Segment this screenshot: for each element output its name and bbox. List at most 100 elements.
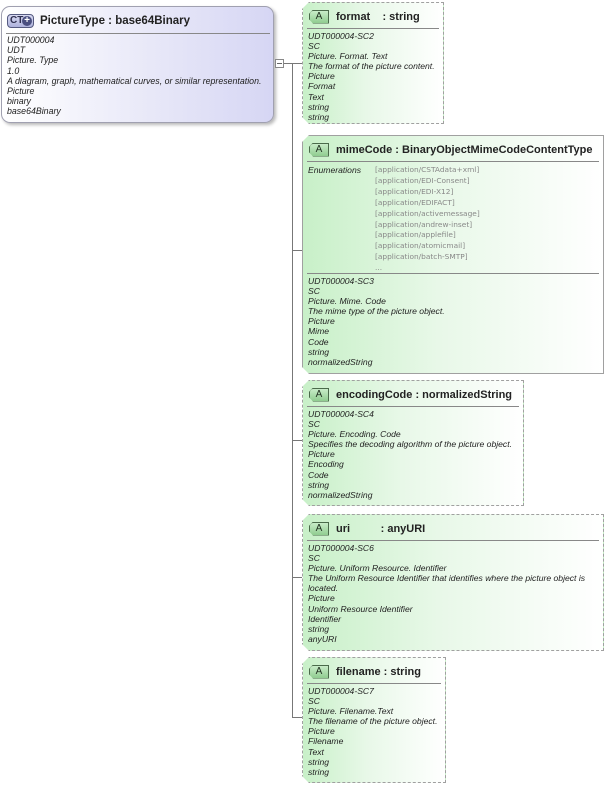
attribute-encodingcode[interactable]: A encodingCode : normalizedString UDT000… bbox=[302, 380, 524, 506]
attribute-header: A filename : string bbox=[309, 664, 421, 679]
property-line: Code bbox=[308, 336, 329, 347]
complex-type-header: CT+ PictureType : base64Binary bbox=[7, 11, 190, 31]
connector-branch bbox=[292, 250, 303, 251]
property-line: Filename bbox=[308, 736, 344, 747]
property-line: Picture bbox=[7, 86, 35, 97]
divider bbox=[307, 540, 599, 541]
complex-type-properties: UDT000004 UDT Picture. Type 1.0 A diagra… bbox=[7, 35, 261, 117]
property-line: UDT000004-SC3 bbox=[308, 276, 374, 286]
property-line: Picture. Format. Text bbox=[308, 51, 388, 62]
property-line: string bbox=[308, 101, 330, 112]
property-line: anyURI bbox=[308, 633, 337, 644]
property-line: Picture. Uniform Resource. Identifier bbox=[308, 563, 447, 574]
property-line: Mime bbox=[308, 326, 330, 337]
enumeration-value: [application/CSTAdata+xml] bbox=[375, 165, 480, 174]
property-line: string bbox=[308, 623, 330, 634]
connector-branch bbox=[292, 717, 303, 718]
attribute-properties: UDT000004-SC7 SC Picture. Filename.Text … bbox=[308, 686, 437, 777]
divider bbox=[6, 33, 270, 34]
attribute-format[interactable]: A format : string UDT000004-SC2 SC Pictu… bbox=[302, 2, 444, 124]
property-line: normalizedString bbox=[308, 489, 373, 500]
property-line: The mime type of the picture object. bbox=[308, 306, 445, 317]
complex-type-picturetype[interactable]: CT+ PictureType : base64Binary UDT000004… bbox=[1, 6, 274, 123]
property-line: Picture bbox=[308, 726, 335, 737]
property-line: string bbox=[308, 346, 330, 357]
property-line: The format of the picture content. bbox=[308, 61, 435, 72]
property-line: Encoding bbox=[308, 459, 344, 470]
property-line: Text bbox=[308, 91, 324, 102]
property-line: base64Binary bbox=[7, 106, 61, 117]
attribute-filename[interactable]: A filename : string UDT000004-SC7 SC Pic… bbox=[302, 657, 446, 783]
property-line: Code bbox=[308, 469, 329, 480]
divider bbox=[307, 406, 519, 407]
property-line: located. bbox=[308, 583, 339, 594]
connector-branch bbox=[292, 577, 303, 578]
attribute-title: filename : string bbox=[336, 665, 421, 678]
property-line: SC bbox=[308, 553, 320, 564]
property-line: Specifies the decoding algorithm of the … bbox=[308, 439, 512, 450]
complex-type-title: PictureType : base64Binary bbox=[40, 15, 191, 27]
attribute-header: A encodingCode : normalizedString bbox=[309, 387, 512, 402]
property-line: string bbox=[308, 766, 330, 777]
enumeration-value: [application/atomicmail] bbox=[375, 241, 466, 251]
attribute-title: mimeCode : BinaryObjectMimeCodeContentTy… bbox=[336, 143, 593, 156]
divider bbox=[307, 273, 599, 274]
property-line: A diagram, graph, mathematical curves, o… bbox=[7, 75, 262, 86]
attribute-header: A mimeCode : BinaryObjectMimeCodeContent… bbox=[309, 142, 593, 157]
enumeration-value: [application/batch-SMTP] bbox=[375, 252, 468, 262]
divider bbox=[307, 28, 439, 29]
attribute-title: uri : anyURI bbox=[336, 522, 426, 535]
connector-line bbox=[284, 63, 292, 64]
enumerations-label: Enumerations bbox=[308, 165, 362, 175]
complex-type-badge-icon: CT+ bbox=[7, 14, 34, 28]
property-line: Picture. Type bbox=[7, 55, 59, 66]
property-line: Picture. Filename.Text bbox=[308, 706, 394, 717]
property-line: SC bbox=[308, 696, 320, 707]
property-line: string bbox=[308, 479, 330, 490]
enumeration-value: ... bbox=[375, 263, 383, 273]
property-line: string bbox=[308, 111, 330, 122]
property-line: Picture bbox=[308, 71, 335, 82]
enumeration-value: [application/EDI-X12] bbox=[375, 186, 454, 196]
enumeration-value: [application/activemessage] bbox=[375, 208, 480, 218]
enumeration-value: [application/EDI-Consent] bbox=[375, 175, 470, 185]
attribute-properties: UDT000004-SC6 SC Picture. Uniform Resour… bbox=[308, 543, 585, 644]
property-line: SC bbox=[308, 419, 320, 430]
property-line: string bbox=[308, 756, 330, 767]
attribute-properties: UDT000004-SC4 SC Picture. Encoding. Code… bbox=[308, 409, 512, 500]
attribute-badge-icon: A bbox=[309, 10, 329, 24]
property-line: The filename of the picture object. bbox=[308, 716, 438, 727]
attribute-properties: UDT000004-SC3 SC Picture. Mime. Code The… bbox=[308, 276, 445, 367]
property-line: UDT000004-SC7 bbox=[308, 686, 374, 696]
property-line: UDT000004 bbox=[7, 35, 55, 45]
enumeration-value: [application/applefile] bbox=[375, 230, 456, 240]
attribute-title: encodingCode : normalizedString bbox=[336, 388, 513, 401]
property-line: Picture. Encoding. Code bbox=[308, 429, 401, 440]
property-line: Format bbox=[308, 81, 336, 92]
property-line: SC bbox=[308, 286, 320, 297]
attribute-properties: UDT000004-SC2 SC Picture. Format. Text T… bbox=[308, 31, 435, 122]
property-line: Picture bbox=[308, 593, 335, 604]
attribute-header: A format : string bbox=[309, 9, 420, 24]
property-line: Identifier bbox=[308, 613, 341, 624]
property-line: Picture bbox=[308, 316, 335, 327]
property-line: Picture. Mime. Code bbox=[308, 296, 386, 307]
connector-branch bbox=[292, 63, 303, 64]
attribute-badge-icon: A bbox=[309, 665, 329, 679]
property-line: 1.0 bbox=[7, 65, 20, 76]
attribute-uri[interactable]: A uri : anyURI UDT000004-SC6 SC Picture.… bbox=[302, 514, 604, 651]
enumeration-value: [application/EDIFACT] bbox=[375, 197, 455, 207]
attribute-header: A uri : anyURI bbox=[309, 521, 425, 536]
property-line: The Uniform Resource Identifier that ide… bbox=[308, 573, 586, 584]
connector-branch bbox=[292, 440, 303, 441]
property-line: SC bbox=[308, 41, 320, 52]
attribute-mimecode[interactable]: A mimeCode : BinaryObjectMimeCodeContent… bbox=[302, 135, 604, 374]
property-line: binary bbox=[7, 96, 31, 107]
collapse-toggle-icon[interactable] bbox=[275, 59, 284, 68]
property-line: normalizedString bbox=[308, 356, 373, 367]
property-line: Picture bbox=[308, 449, 335, 460]
property-line: Uniform Resource Identifier bbox=[308, 603, 413, 614]
property-line: UDT000004-SC6 bbox=[308, 543, 374, 553]
enumeration-value: [application/andrew-inset] bbox=[375, 219, 473, 229]
property-line: UDT bbox=[7, 45, 26, 56]
